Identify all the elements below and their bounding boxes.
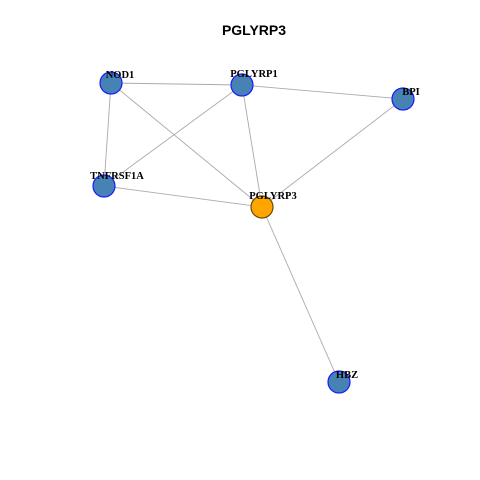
edge-nod1-pglyrp1	[110, 82, 243, 86]
edge-nod1-tnfrsf1a	[103, 82, 112, 187]
node-circle[interactable]	[92, 174, 116, 198]
edge-layer	[103, 82, 404, 383]
node-circle[interactable]	[250, 195, 274, 219]
node-label: TNFRSF1A	[90, 171, 144, 182]
node-circle[interactable]	[99, 71, 123, 95]
diagram-title: PGLYRP3	[222, 22, 286, 38]
node-label: NOD1	[106, 70, 135, 81]
node-hbz[interactable]: HBZ	[327, 370, 358, 394]
node-tnfrsf1a[interactable]: TNFRSF1A	[90, 171, 144, 198]
edge-bpi-pglyrp3	[261, 98, 404, 208]
edge-pglyrp1-tnfrsf1a	[103, 84, 243, 187]
edge-tnfrsf1a-pglyrp3	[103, 185, 263, 208]
node-label: PGLYRP1	[230, 69, 277, 80]
edge-nod1-pglyrp3	[110, 82, 263, 208]
node-circle[interactable]	[327, 370, 351, 394]
edge-pglyrp3-hbz	[261, 206, 340, 383]
node-label: HBZ	[336, 370, 358, 381]
node-label: BPI	[402, 87, 420, 98]
node-circle[interactable]	[230, 73, 254, 97]
node-pglyrp3[interactable]: PGLYRP3	[249, 191, 297, 219]
node-bpi[interactable]: BPI	[391, 87, 420, 111]
node-label: PGLYRP3	[249, 191, 296, 202]
node-circle[interactable]	[391, 87, 415, 111]
node-nod1[interactable]: NOD1	[99, 70, 135, 95]
edge-pglyrp1-bpi	[241, 84, 404, 100]
edge-pglyrp1-pglyrp3	[241, 84, 263, 208]
node-pglyrp1[interactable]: PGLYRP1	[230, 69, 278, 97]
